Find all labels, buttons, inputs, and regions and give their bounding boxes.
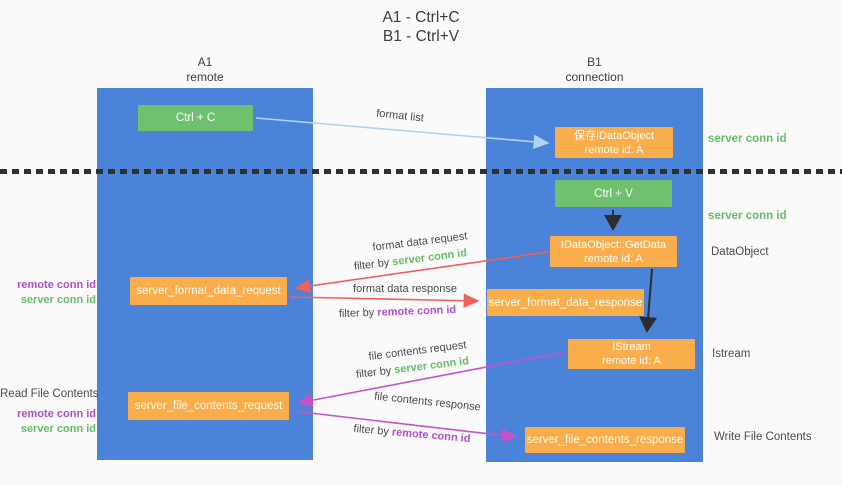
istream-line2: remote id: A [602,355,661,367]
getdata-line2: remote id: A [584,252,643,265]
lane-a1-role: remote [186,70,224,84]
title-line-1: A1 - Ctrl+C [382,9,460,26]
server-format-data-response-label: server_format_data_response [488,296,643,309]
left-bottom-conn-ids: remote conn id server conn id [0,407,96,437]
file-contents-response-label: file contents response [373,390,482,414]
server-conn-id-right-mid: server conn id [708,210,787,222]
format-data-response-label: format data response [353,283,457,295]
getdata-line1: IDataObject::GetData [560,238,667,251]
ctrl-c-label: Ctrl + C [175,112,216,124]
format-list-label: format list [375,107,425,125]
write-file-contents-label: Write File Contents [714,431,812,443]
server-conn-id-right-top: server conn id [708,133,787,145]
ctrl-v-box: Ctrl + V [555,180,672,207]
lane-header-a1: A1 remote [97,55,313,85]
diagram-title: A1 - Ctrl+C B1 - Ctrl+V [0,8,842,46]
remote-conn-id-left-mid: remote conn id [17,279,96,291]
istream-side-label: Istream [712,348,751,360]
dotted-divider-line [0,169,842,174]
server-file-contents-request-box: server_file_contents_request [128,392,289,420]
save-idataobject-box: 保存IDataObject remote id: A [555,127,673,158]
server-format-data-request-label: server_format_data_request [136,285,281,297]
save-idataobject-line2: remote id: A [584,143,644,156]
save-idataobject-line1: 保存IDataObject [573,129,655,142]
arrow-format-data-response [289,293,480,308]
title-line-2: B1 - Ctrl+V [382,28,460,45]
dataobject-label: DataObject [711,246,769,258]
istream-line1: IStream [612,341,651,353]
read-file-contents-label: Read File Contents [0,388,99,400]
lane-header-b1: B1 connection [486,55,703,85]
lane-b1-name: B1 [587,55,602,69]
left-mid-conn-ids: remote conn id server conn id [0,278,96,308]
server-file-contents-response-label: server_file_contents_response [526,434,684,446]
server-file-contents-request-label: server_file_contents_request [134,400,283,412]
lane-a1-name: A1 [197,55,213,69]
ctrl-c-box: Ctrl + C [138,105,253,131]
server-format-data-response-box: server_format_data_response [487,289,644,316]
ctrl-v-label: Ctrl + V [594,187,633,200]
lane-b1-role: connection [565,70,624,84]
remote-conn-id-left-bottom: remote conn id [17,408,96,420]
server-conn-id-left-mid: server conn id [20,294,96,306]
getdata-box: IDataObject::GetData remote id: A [550,236,677,267]
istream-box: IStream remote id: A [568,339,695,369]
server-conn-id-left-bottom: server conn id [20,423,96,435]
server-format-data-request-box: server_format_data_request [130,277,287,305]
server-file-contents-response-box: server_file_contents_response [525,427,685,453]
